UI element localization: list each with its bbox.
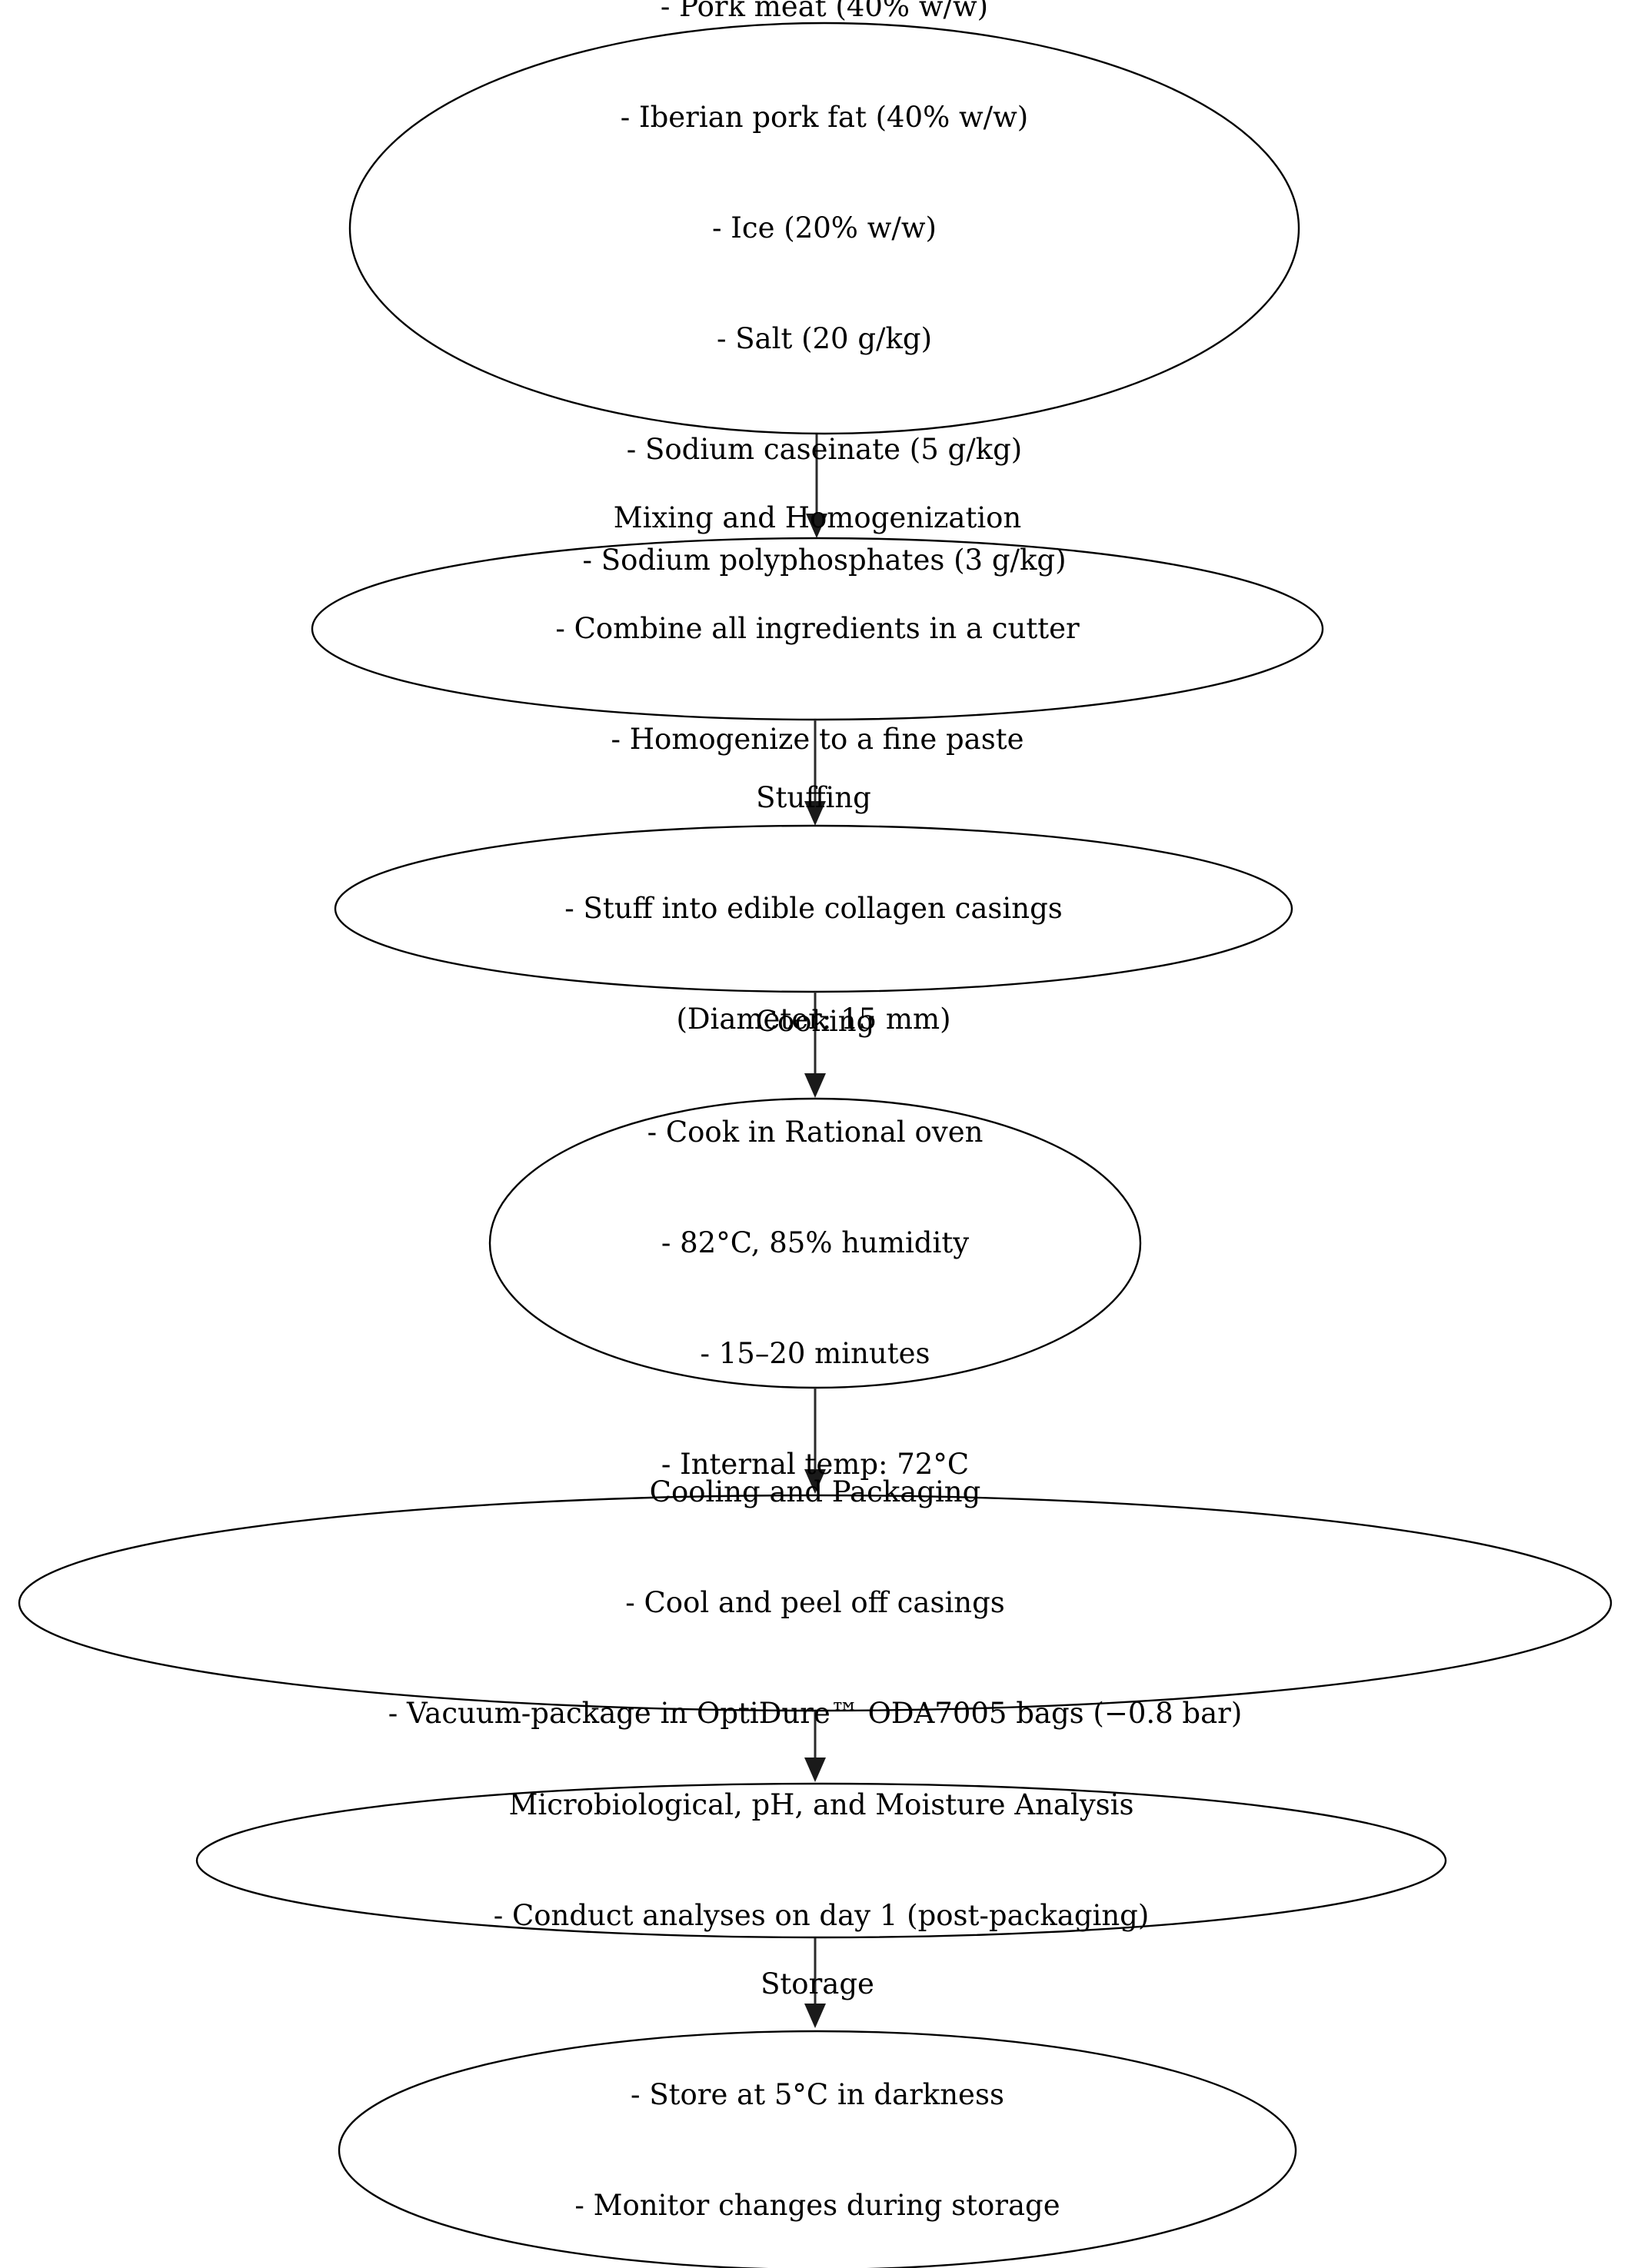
edge-mixing-and-homogenization-to-stuffing: [804, 720, 826, 826]
edge-cooking-to-cooling-and-packaging: [804, 1388, 826, 1494]
node-shape-ingredients-procurement[interactable]: [348, 22, 1300, 435]
node-shape-cooling-and-packaging[interactable]: [18, 1494, 1613, 1712]
edge-microbiological-ph-and-moisture-analysis-to-storage: [804, 1938, 826, 2028]
node-shape-cooking[interactable]: [488, 1097, 1142, 1389]
edge-stuffing-to-cooking: [804, 992, 826, 1098]
node-shape-microbiological-ph-and-moisture-analysis[interactable]: [195, 1782, 1447, 1939]
node-shape-mixing-and-homogenization[interactable]: [311, 537, 1324, 721]
node-shape-stuffing[interactable]: [334, 824, 1293, 993]
edge-cooling-and-packaging-to-microbiological-ph-and-moisture-analysis: [804, 1711, 826, 1782]
edge-ingredients-procurement-to-mixing-and-homogenization: [806, 434, 827, 538]
node-shape-storage[interactable]: [338, 2030, 1297, 2268]
